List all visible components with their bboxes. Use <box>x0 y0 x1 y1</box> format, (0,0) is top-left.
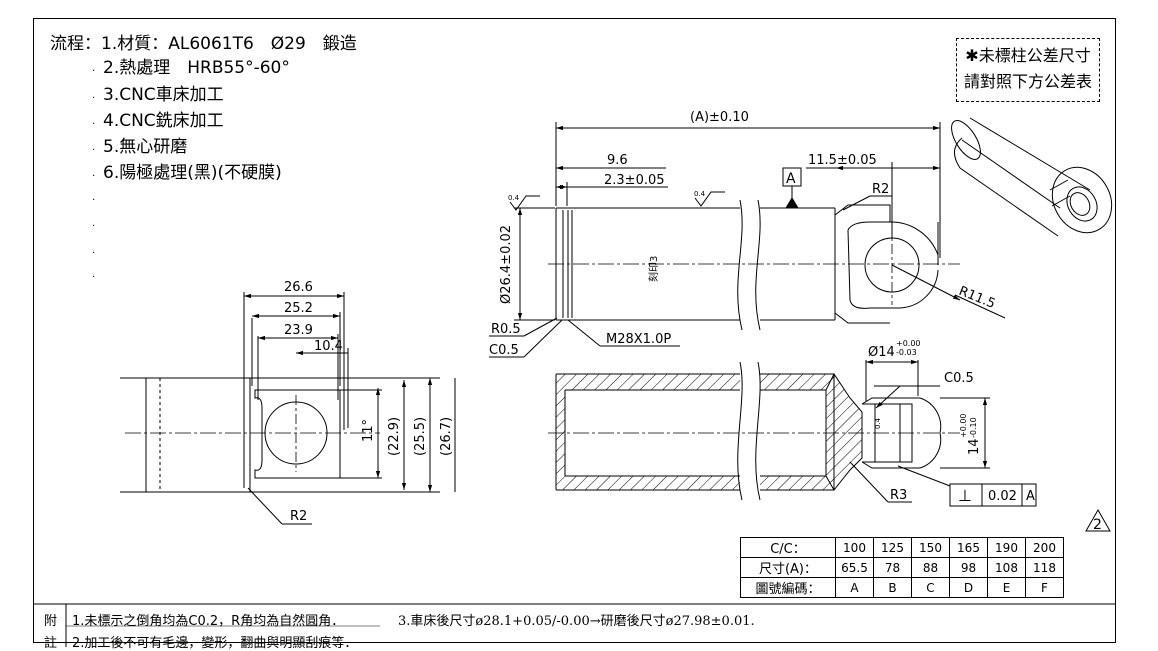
dim-2-3: 2.3±0.05 <box>604 173 665 188</box>
process-step-5: 5.無心研磨 <box>103 137 188 157</box>
isometric-view <box>951 117 1113 237</box>
gdt-datum: A <box>1026 489 1035 504</box>
dim-r0-5: R0.5 <box>491 322 521 337</box>
dim-small-0-4: 0.4 <box>874 417 882 429</box>
table-cell: 65.5 <box>835 557 874 578</box>
table-header-size: 尺寸(A)： <box>740 557 836 578</box>
dim-bore-tol-dn: -0.10 <box>969 417 978 438</box>
table-cell: 100 <box>835 537 874 558</box>
dim-9-6: 9.6 <box>607 153 628 168</box>
table-row: C/C： 100 125 150 165 190 200 <box>740 537 1064 558</box>
table-cell: 200 <box>1025 537 1064 558</box>
process-step-2: 2.熱處理 HRB55°-60° <box>103 58 290 78</box>
dim-r2-top: R2 <box>872 182 889 197</box>
table-cell: 190 <box>987 537 1026 558</box>
bullet-dot: · <box>92 221 96 232</box>
dim-dia-26-4: Ø26.4±0.02 <box>499 225 514 304</box>
dim-r11-5: R11.5 <box>957 284 998 312</box>
footnote-3: 3.車床後尺寸ø28.1+0.05/-0.00→研磨後尺寸ø27.98±0.01… <box>398 614 755 629</box>
bullet-dot: · <box>92 145 96 156</box>
bullet-dot: · <box>92 66 96 77</box>
dim-23-9: 23.9 <box>284 323 313 338</box>
table-cell: A <box>835 577 874 598</box>
table-cell: 78 <box>873 557 912 578</box>
process-step-4: 4.CNC銑床加工 <box>103 111 224 131</box>
dim-c0-5-b: C0.5 <box>944 371 974 386</box>
table-cell: B <box>873 577 912 598</box>
table-cell: 108 <box>987 557 1026 578</box>
table-row: 尺寸(A)： 65.5 78 88 98 108 118 <box>740 557 1064 578</box>
table-header-cc: C/C： <box>740 537 836 558</box>
table-cell: 165 <box>949 537 988 558</box>
dim-10-4: 10.4 <box>314 339 343 354</box>
clevis-side-view <box>120 292 456 525</box>
roughness-2: 0.4 <box>694 190 706 198</box>
revision-number: 2 <box>1093 517 1102 533</box>
shaft-top-view <box>548 199 960 331</box>
table-cell: C <box>911 577 950 598</box>
table-cell: 118 <box>1025 557 1064 578</box>
process-step-1: 1.材質：AL6061T6 Ø29 鍛造 <box>101 34 357 54</box>
tolerance-note: ✱未標柱公差尺寸 請對照下方公差表 <box>956 38 1100 102</box>
dim-hole-tol-dn: -0.03 <box>896 348 917 357</box>
dim-11-5: 11.5±0.05 <box>808 153 877 168</box>
footnote-2: 2.加工後不可有毛邊，變形，翻曲與明顯刮痕等． <box>72 636 358 651</box>
process-title: 流程： <box>50 34 101 54</box>
bullet-dot: · <box>92 119 96 130</box>
size-table: C/C： 100 125 150 165 190 200 尺寸(A)： 65.5… <box>740 537 1064 598</box>
dim-26-7: (26.7) <box>439 417 454 456</box>
dim-thread: M28X1.0P <box>606 332 671 347</box>
table-cell: 125 <box>873 537 912 558</box>
bullet-dot: · <box>92 171 96 182</box>
footnote-1: 1.未標示之倒角均為C0.2，R角均為自然圓角． <box>72 614 345 629</box>
gdt-perpendicular-icon: ⊥ <box>958 486 972 505</box>
dim-hole-tol-up: +0.00 <box>896 339 921 348</box>
dim-bore-14: 14 <box>967 438 982 455</box>
shaft-section-view <box>548 359 1037 507</box>
table-cell: F <box>1025 577 1064 598</box>
bullet-dot: · <box>92 195 96 206</box>
bullet-dot: · <box>92 248 96 259</box>
drawing-frame <box>33 18 1116 643</box>
dim-overall: (A)±0.10 <box>690 110 749 125</box>
footnote-label-1: 附 <box>44 614 58 629</box>
table-cell: D <box>949 577 988 598</box>
tolerance-note-line-1: ✱未標柱公差尺寸 <box>965 46 1091 65</box>
engrave-mark: 刻印3 <box>647 256 660 282</box>
roughness-1: 0.4 <box>508 194 520 202</box>
dim-c0-5: C0.5 <box>489 343 519 358</box>
table-cell: 150 <box>911 537 950 558</box>
dim-r3: R3 <box>890 488 907 503</box>
table-cell: 98 <box>949 557 988 578</box>
dim-hole-dia: Ø14 <box>868 345 895 360</box>
bullet-dot: · <box>92 272 96 283</box>
dim-25-2: 25.2 <box>284 301 313 316</box>
tolerance-note-line-2: 請對照下方公差表 <box>963 72 1092 91</box>
dim-25-5: (25.5) <box>413 417 428 456</box>
dim-26-6: 26.6 <box>284 280 313 295</box>
process-label: 流程：1.材質：AL6061T6 Ø29 鍛造 <box>50 34 357 54</box>
footnote-label-2: 註 <box>44 636 58 651</box>
table-header-code: 圖號編碼： <box>740 577 836 598</box>
dim-22-9: (22.9) <box>387 417 402 456</box>
bullet-dot: · <box>92 93 96 104</box>
table-cell: 88 <box>911 557 950 578</box>
process-step-3: 3.CNC車床加工 <box>103 85 224 105</box>
dim-11-deg: 11° <box>361 419 376 442</box>
process-step-6: 6.陽極處理(黑)(不硬膜) <box>103 163 282 183</box>
revision-triangle <box>1085 508 1111 532</box>
table-row: 圖號編碼： A B C D E F <box>740 577 1064 598</box>
datum-a-label: A <box>786 171 796 187</box>
table-cell: E <box>987 577 1026 598</box>
dim-bore-tol-up: +0.00 <box>959 413 968 438</box>
gdt-value: 0.02 <box>988 489 1017 504</box>
dim-r2-left: R2 <box>290 509 307 524</box>
